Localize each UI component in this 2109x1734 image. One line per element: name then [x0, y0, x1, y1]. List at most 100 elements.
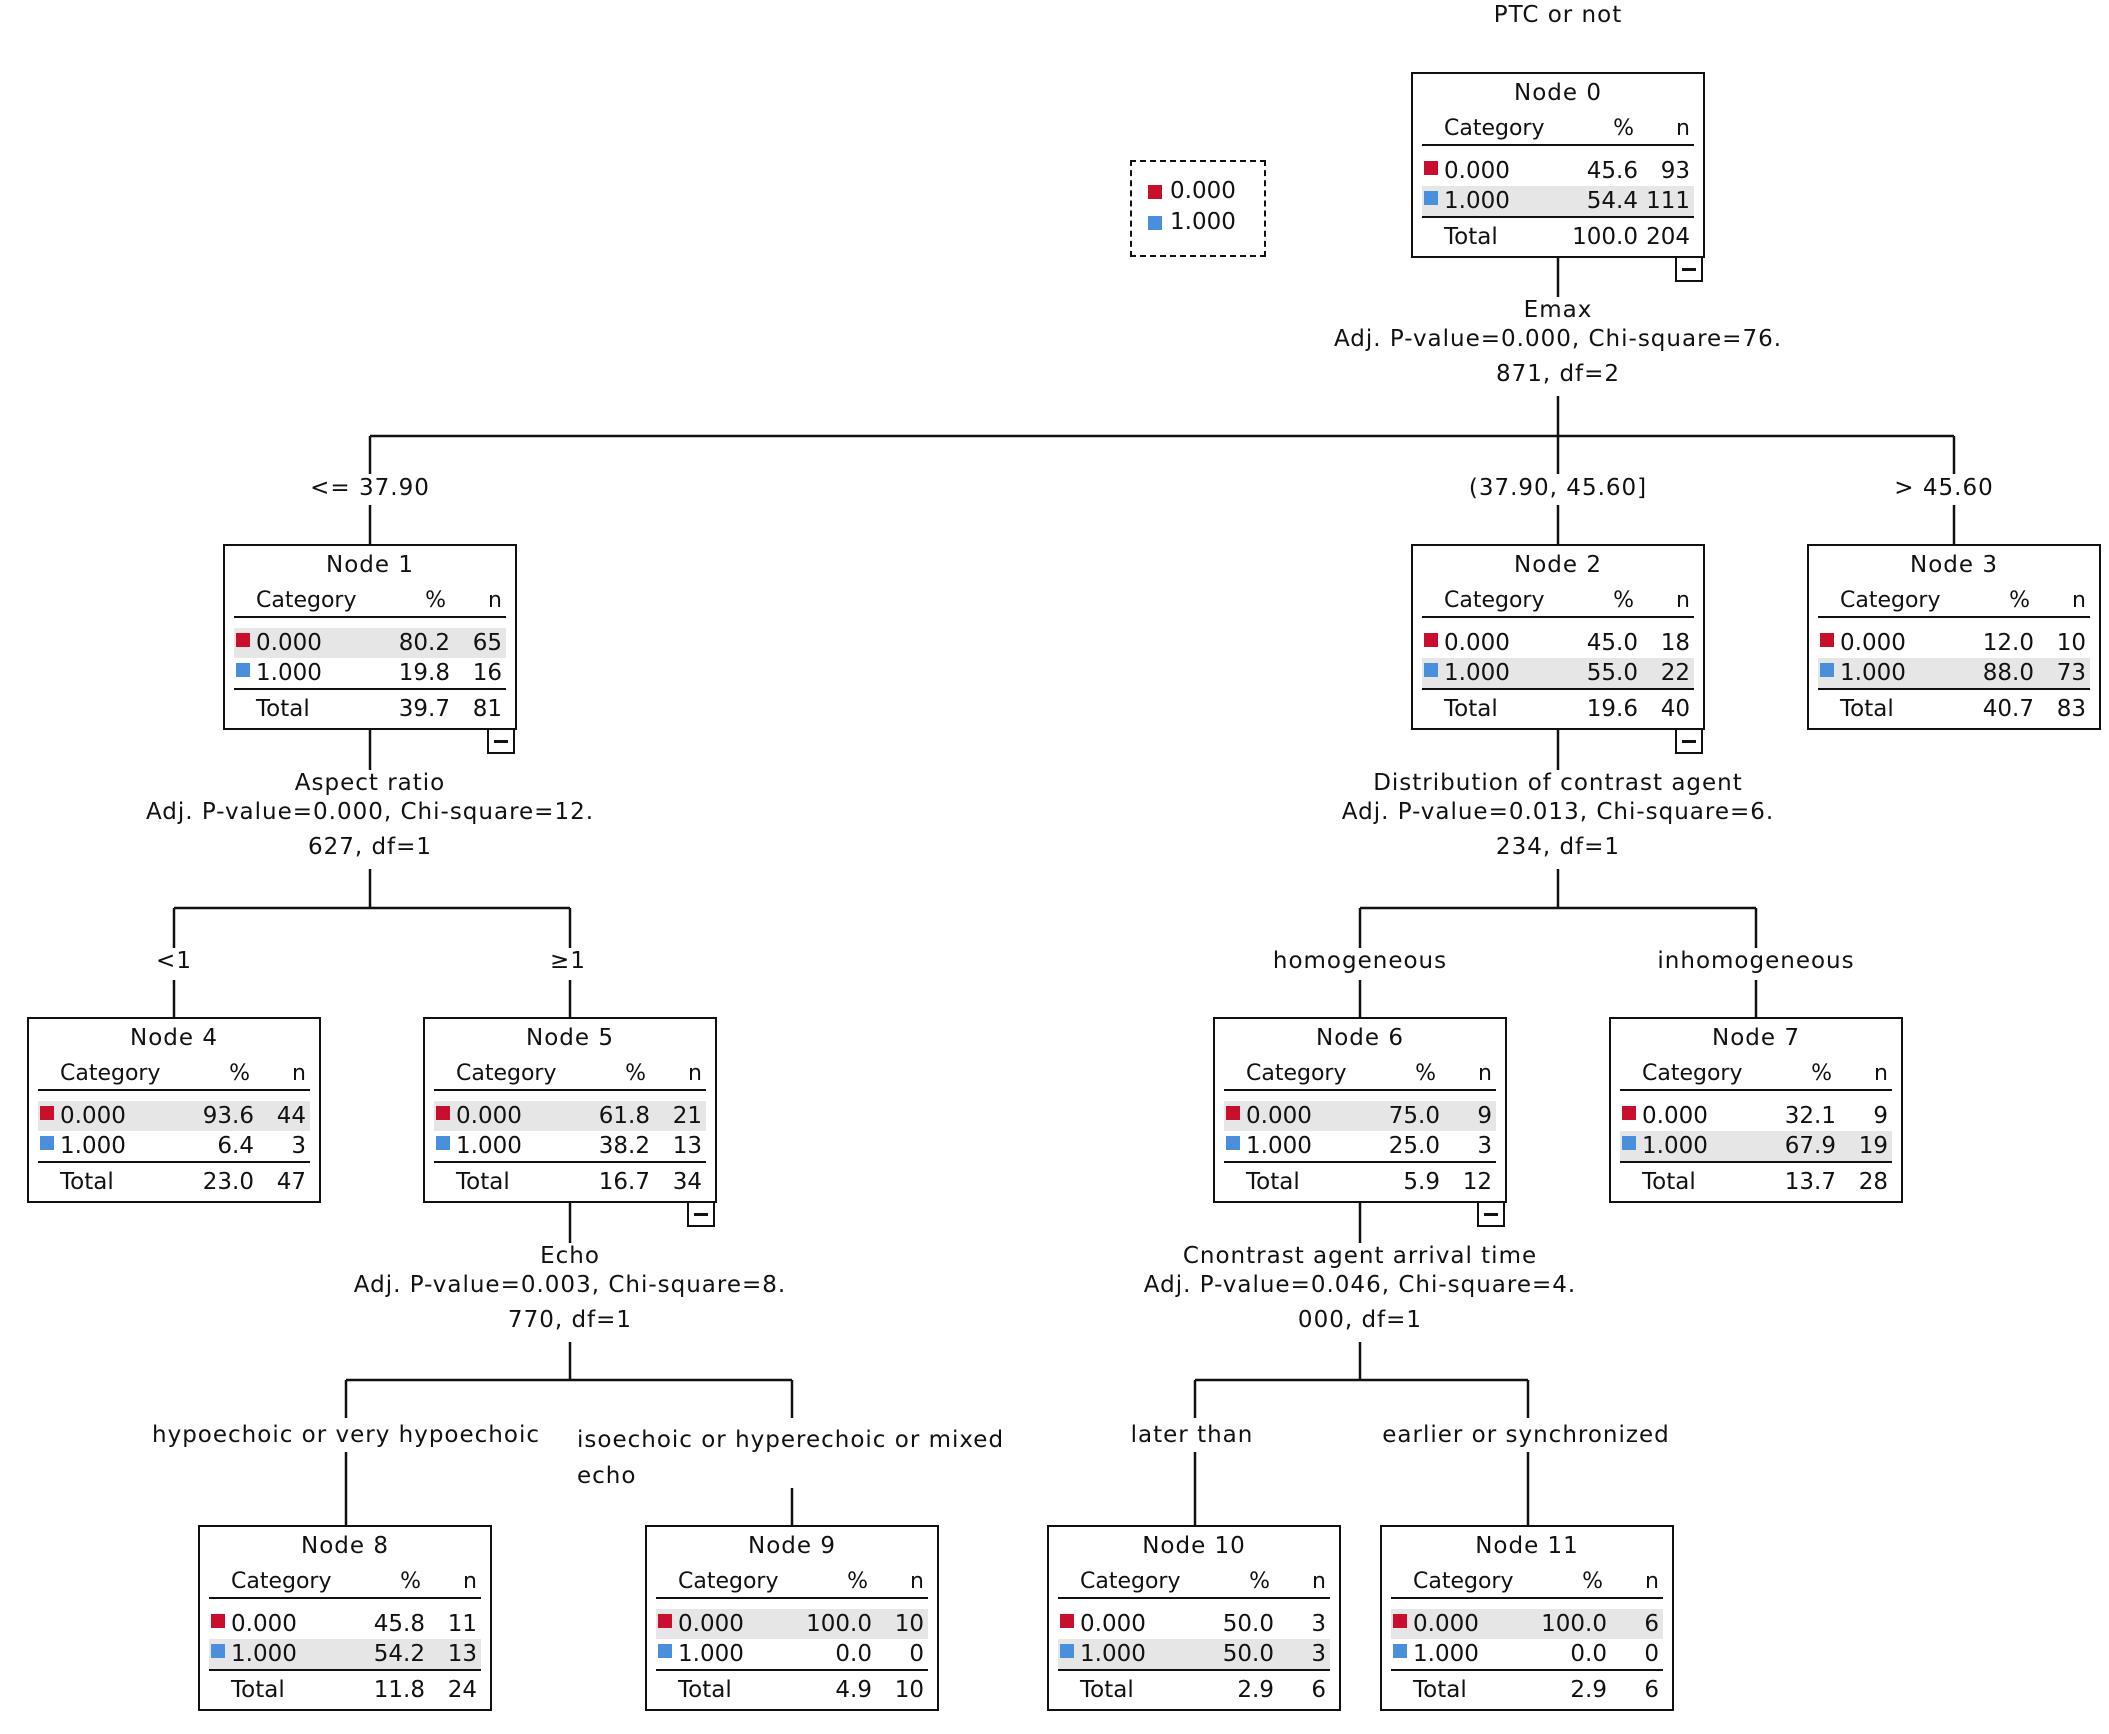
node-row: 1.000 38.2 13 [434, 1131, 706, 1161]
collapse-toggle-icon[interactable] [1675, 256, 1703, 282]
header-n: n [688, 1061, 702, 1086]
collapse-toggle-icon[interactable] [687, 1201, 715, 1227]
row-category: 0.000 [1642, 1103, 1708, 1129]
red-swatch-icon [1060, 1614, 1074, 1628]
blue-swatch-icon [436, 1136, 450, 1150]
header-n: n [1312, 1569, 1326, 1594]
tree-node-5[interactable]: Node 5 Category % n 0.000 61.8 21 1.000 … [423, 1017, 717, 1203]
row-n: 3 [291, 1133, 306, 1159]
row-category: 1.000 [60, 1133, 126, 1159]
node-title: Node 10 [1142, 1533, 1246, 1559]
red-swatch-icon [1820, 633, 1834, 647]
node-row: 1.000 50.0 3 [1058, 1639, 1330, 1669]
blue-swatch-icon [1622, 1136, 1636, 1150]
total-percent: 2.9 [1237, 1677, 1274, 1703]
node-row: 1.000 67.9 19 [1620, 1131, 1892, 1161]
node-title: Node 0 [1514, 80, 1602, 106]
tree-node-1[interactable]: Node 1 Category % n 0.000 80.2 65 1.000 … [223, 544, 517, 730]
row-percent: 50.0 [1222, 1641, 1274, 1667]
row-category: 0.000 [1080, 1611, 1146, 1637]
row-percent: 100.0 [1541, 1611, 1607, 1637]
row-category: 0.000 [1444, 158, 1510, 184]
total-label: Total [1444, 224, 1498, 250]
node-title: Node 5 [526, 1025, 614, 1051]
red-swatch-icon [658, 1614, 672, 1628]
tree-node-4[interactable]: Node 4 Category % n 0.000 93.6 44 1.000 … [27, 1017, 321, 1203]
header-category: Category [456, 1061, 557, 1086]
blue-swatch-icon [40, 1136, 54, 1150]
blue-swatch-icon [211, 1644, 225, 1658]
node-row: 0.000 93.6 44 [38, 1101, 310, 1131]
row-n: 44 [276, 1103, 306, 1129]
node-header: Category % n [1391, 1569, 1663, 1599]
collapse-toggle-icon[interactable] [1477, 1201, 1505, 1227]
header-category: Category [1840, 588, 1941, 613]
blue-swatch-icon [1424, 663, 1438, 677]
row-n: 18 [1660, 630, 1690, 656]
red-swatch-icon [1148, 185, 1162, 199]
node-row: 0.000 100.0 6 [1391, 1609, 1663, 1639]
tree-node-6[interactable]: Node 6 Category % n 0.000 75.0 9 1.000 2… [1213, 1017, 1507, 1203]
node-total: Total 11.8 24 [209, 1669, 481, 1707]
legend: 0.000 1.000 [1130, 160, 1266, 257]
total-n: 83 [2056, 696, 2086, 722]
tree-node-9[interactable]: Node 9 Category % n 0.000 100.0 10 1.000… [645, 1525, 939, 1711]
node-title: Node 6 [1316, 1025, 1404, 1051]
node-row: 0.000 45.6 93 [1422, 156, 1694, 186]
collapse-toggle-icon[interactable] [1675, 728, 1703, 754]
total-n: 24 [447, 1677, 477, 1703]
row-category: 0.000 [1444, 630, 1510, 656]
tree-node-11[interactable]: Node 11 Category % n 0.000 100.0 6 1.000… [1380, 1525, 1674, 1711]
header-category: Category [1080, 1569, 1181, 1594]
total-label: Total [1444, 696, 1498, 722]
header-n: n [488, 588, 502, 613]
header-percent: % [229, 1061, 250, 1086]
branch-label: later than [1130, 1422, 1254, 1448]
tree-node-10[interactable]: Node 10 Category % n 0.000 50.0 3 1.000 … [1047, 1525, 1341, 1711]
node-title: Node 8 [301, 1533, 389, 1559]
row-category: 1.000 [1444, 188, 1510, 214]
header-percent: % [425, 588, 446, 613]
header-category: Category [1413, 1569, 1514, 1594]
node-header: Category % n [656, 1569, 928, 1599]
header-category: Category [1246, 1061, 1347, 1086]
blue-swatch-icon [1060, 1644, 1074, 1658]
node-row: 0.000 61.8 21 [434, 1101, 706, 1131]
total-label: Total [456, 1169, 510, 1195]
row-n: 0 [1644, 1641, 1659, 1667]
row-percent: 32.1 [1784, 1103, 1836, 1129]
row-percent: 50.0 [1222, 1611, 1274, 1637]
node-header: Category % n [1422, 588, 1694, 618]
header-n: n [1645, 1569, 1659, 1594]
header-n: n [910, 1569, 924, 1594]
tree-node-7[interactable]: Node 7 Category % n 0.000 32.1 9 1.000 6… [1609, 1017, 1903, 1203]
row-category: 0.000 [60, 1103, 126, 1129]
blue-swatch-icon [1424, 191, 1438, 205]
node-row: 1.000 54.4 111 [1422, 186, 1694, 216]
row-n: 3 [1477, 1133, 1492, 1159]
tree-node-2[interactable]: Node 2 Category % n 0.000 45.0 18 1.000 … [1411, 544, 1705, 730]
total-label: Total [1080, 1677, 1134, 1703]
row-n: 65 [472, 630, 502, 656]
row-n: 13 [447, 1641, 477, 1667]
node-total: Total 16.7 34 [434, 1161, 706, 1199]
total-n: 28 [1858, 1169, 1888, 1195]
tree-node-3[interactable]: Node 3 Category % n 0.000 12.0 10 1.000 … [1807, 544, 2101, 730]
row-n: 73 [2056, 660, 2086, 686]
header-category: Category [1642, 1061, 1743, 1086]
tree-node-8[interactable]: Node 8 Category % n 0.000 45.8 11 1.000 … [198, 1525, 492, 1711]
tree-node-0[interactable]: Node 0 Category % n 0.000 45.6 93 1.000 … [1411, 72, 1705, 258]
node-header: Category % n [209, 1569, 481, 1599]
header-percent: % [847, 1569, 868, 1594]
blue-swatch-icon [1820, 663, 1834, 677]
node-row: 0.000 50.0 3 [1058, 1609, 1330, 1639]
row-category: 0.000 [456, 1103, 522, 1129]
collapse-toggle-icon[interactable] [487, 728, 515, 754]
total-label: Total [1840, 696, 1894, 722]
branch-label: homogeneous [1272, 948, 1448, 974]
node-total: Total 4.9 10 [656, 1669, 928, 1707]
row-n: 111 [1646, 188, 1690, 214]
total-label: Total [1246, 1169, 1300, 1195]
